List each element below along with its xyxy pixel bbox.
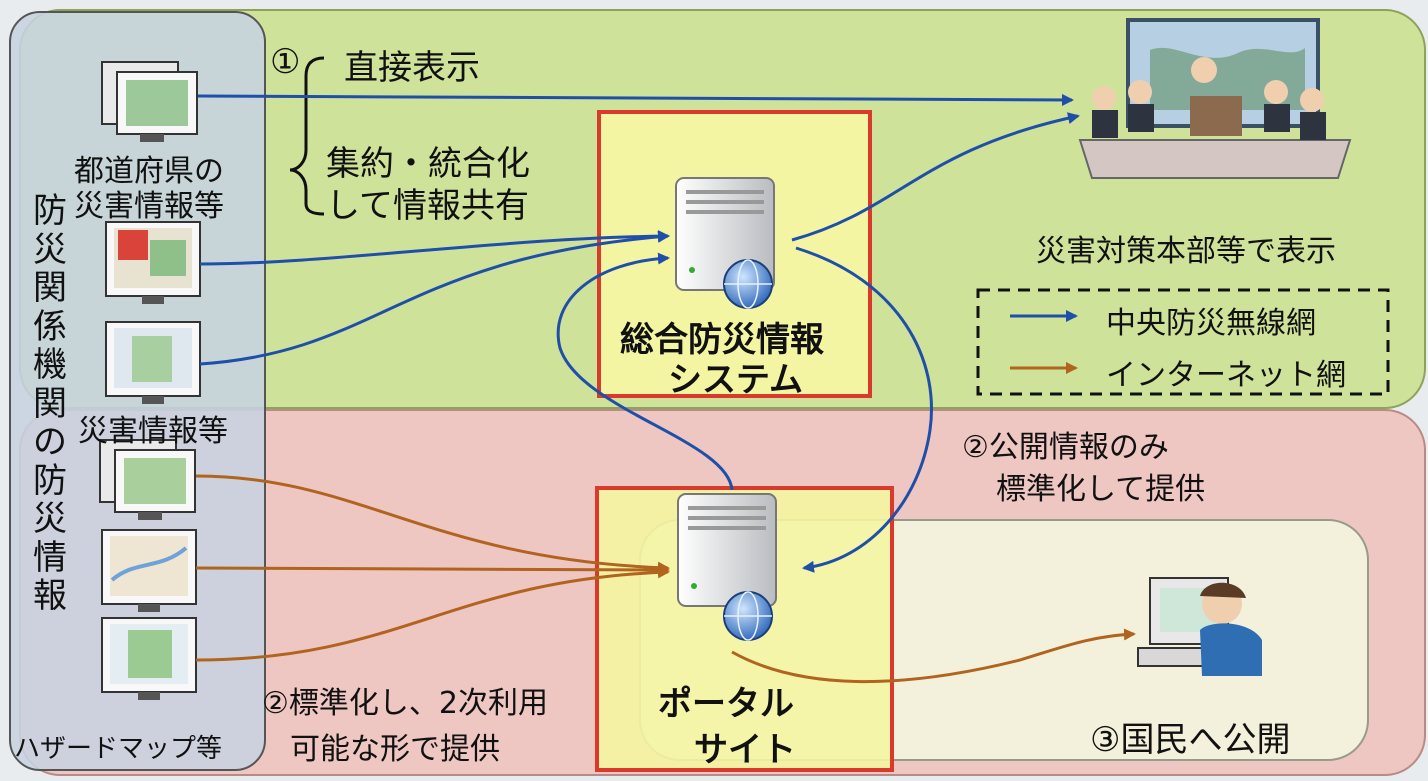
portal-title-1: ポータル: [658, 684, 794, 724]
bracket-line: [289, 56, 325, 216]
hazard-map-label: ハザードマップ等: [14, 734, 223, 764]
monitor-icon-road-map: [101, 529, 197, 612]
monitor-icon-hazard-map: [101, 617, 197, 700]
arrow-system-to-hq: [791, 112, 1080, 242]
arrow-direct-display: [197, 93, 1074, 106]
arrow-portal-to-system: [556, 252, 734, 491]
bracket-number: ①: [270, 42, 301, 82]
legend-box: [976, 288, 1390, 396]
legend-blue-label: 中央防災無線網: [1106, 306, 1316, 341]
secondary-use-label-1: ②標準化し、2次利用: [262, 686, 548, 721]
arrow-system-to-portal: [795, 246, 933, 573]
hq-display-label: 災害対策本部等で表示: [1036, 234, 1336, 269]
citizen-publication-label: ③国民へ公開: [1090, 720, 1291, 760]
arrow-coast-to-system: [199, 230, 670, 366]
monitor-icon-local-info: [99, 439, 196, 520]
disaster-info-label: 災害情報等: [78, 414, 228, 449]
prefecture-label-2: 災害情報等: [74, 189, 224, 224]
monitor-icon-prefecture: [101, 61, 198, 142]
citizen-computer-illustration: [1137, 577, 1262, 676]
public-info-label-2: 標準化して提供: [996, 472, 1206, 507]
direct-display-label: 直接表示: [344, 48, 480, 88]
arrow-road-to-portal: [195, 563, 670, 576]
central-system-title-1: 総合防災情報: [620, 320, 824, 360]
arrow-hazard-to-portal: [195, 566, 670, 662]
vertical-agency-title: 防災関係機関の防災情報: [33, 191, 67, 616]
portal-title-2: サイト: [694, 730, 796, 770]
monitor-icon-disaster-map: [105, 221, 201, 304]
arrow-prefecture-to-system: [199, 230, 670, 266]
legend-brown-label: インターネット網: [1106, 358, 1346, 393]
integrate-label-1: 集約・統合化: [326, 144, 530, 184]
server-icon-portal: [677, 493, 777, 607]
integrate-label-2: して情報共有: [326, 186, 529, 226]
prefecture-label-1: 都道府県の: [74, 154, 224, 189]
arrow-portal-to-citizen: [731, 628, 1136, 684]
arrow-local-to-portal: [195, 474, 670, 574]
monitor-icon-coast-map: [105, 321, 201, 404]
public-info-label-1: ②公開情報のみ: [962, 430, 1169, 465]
hq-meeting-illustration: [1078, 18, 1352, 179]
central-system-title-2: システム: [668, 360, 803, 400]
secondary-use-label-2: 可能な形で提供: [290, 732, 500, 767]
globe-icon-central: [723, 259, 773, 309]
globe-icon-portal: [723, 591, 773, 641]
